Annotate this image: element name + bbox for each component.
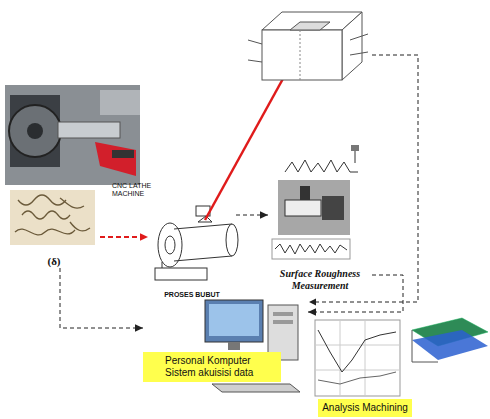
cutting-tool-drawing-part [290, 22, 330, 30]
computer-illustration-part [273, 320, 293, 324]
computer-node: Personal Komputer Sistem akuisisi data [143, 298, 308, 392]
analysis-chart-part [315, 345, 400, 346]
chip-photo-part [60, 198, 84, 208]
node-text: Personal Komputer Sistem akuisisi data [143, 352, 281, 382]
lathe-photo-part [27, 123, 43, 139]
chip-photo-part [18, 195, 66, 205]
node-text: (δ) [8, 254, 100, 268]
roughness-illustration-part [285, 200, 321, 216]
node-text: Analysis Machining [318, 399, 412, 417]
connector-line [60, 268, 143, 328]
cutting-tool-drawing-part [262, 30, 342, 80]
lathe-photo-part [9, 105, 61, 157]
cutting-tool-drawing-part [342, 12, 362, 80]
lathe-drawing-part [226, 224, 238, 256]
lathe-drawing-part [165, 236, 175, 254]
lathe-drawing [155, 206, 238, 280]
arrow-head [140, 233, 148, 241]
dashed-connector [60, 268, 143, 332]
computer-illustration-part [228, 342, 240, 350]
cutting-tool-drawing-part [248, 60, 262, 62]
lathe-photo-part [58, 122, 120, 138]
cutting-tool-drawing-part [350, 34, 368, 40]
roughness-illustration-part [275, 244, 347, 254]
surface-plot [412, 318, 488, 362]
analysis-chart-part [315, 370, 400, 371]
dashed-connector [236, 211, 268, 219]
data-line-part [314, 55, 418, 302]
roughness-illustration [272, 145, 359, 259]
arrow-head [135, 324, 143, 332]
lathe-node: PROSES BUBUT [148, 205, 236, 300]
lathe-drawing-part [174, 224, 232, 229]
analysis-chart-part [340, 320, 341, 396]
chip-photo-part [70, 222, 90, 231]
analysis-chart-part [318, 330, 396, 372]
roughness-illustration-part [285, 160, 358, 172]
roughness-illustration-part [322, 196, 344, 220]
chip-node: (δ) [8, 188, 100, 268]
surface-plot-part [412, 330, 488, 360]
chip-photo-part [15, 229, 75, 235]
computer-illustration-part [212, 384, 300, 392]
chip-photo [10, 190, 95, 245]
roughness-illustration-part [351, 145, 359, 151]
lathe-photo-part [95, 142, 136, 176]
lathe-drawing-part [162, 262, 163, 268]
analysis-chart [315, 320, 400, 396]
lathe-drawing-part [174, 256, 232, 261]
lathe-photo-part [5, 85, 140, 185]
roughness-illustration-part [355, 150, 356, 163]
surface-plot-part [412, 362, 438, 363]
computer-illustration-part [209, 304, 259, 336]
analysis-box: Analysis Machining [318, 399, 412, 417]
node-text: PROSES BUBUT [148, 290, 236, 300]
arrow-head [260, 211, 268, 219]
lathe-drawing-part [155, 268, 207, 280]
process-arrow-part [205, 66, 290, 220]
lathe-photo-part [10, 95, 60, 167]
analysis-chart-part [318, 372, 396, 384]
lathe-photo-part [112, 150, 134, 158]
roughness-illustration-part [272, 239, 350, 259]
roughness-node: Surface Roughness Measurement [268, 150, 372, 292]
analysis-chart-part [315, 320, 400, 396]
cutting-tool-drawing [248, 12, 368, 80]
computer-illustration-part [273, 312, 293, 316]
analysis-chart-part [365, 320, 366, 396]
node-text: Surface Roughness Measurement [268, 268, 372, 292]
lathe-photo [5, 85, 140, 185]
arrow-head [308, 308, 316, 316]
cutting-tool-drawing-part [350, 52, 368, 55]
roughness-illustration-part [278, 180, 350, 235]
computer-illustration-part [205, 300, 263, 342]
chip-photo-part [22, 211, 70, 219]
data-line-part [309, 299, 316, 306]
machine-label: CNC LATHE MACHINE [112, 182, 174, 198]
lathe-photo-part [100, 90, 140, 115]
dashed-connector [100, 233, 148, 241]
surface-plot-part [412, 330, 413, 362]
cutting-tool-drawing-part [300, 30, 301, 80]
cutting-tool-drawing-part [248, 40, 262, 44]
roughness-illustration-part [300, 186, 310, 200]
chip-photo-part [10, 190, 95, 245]
